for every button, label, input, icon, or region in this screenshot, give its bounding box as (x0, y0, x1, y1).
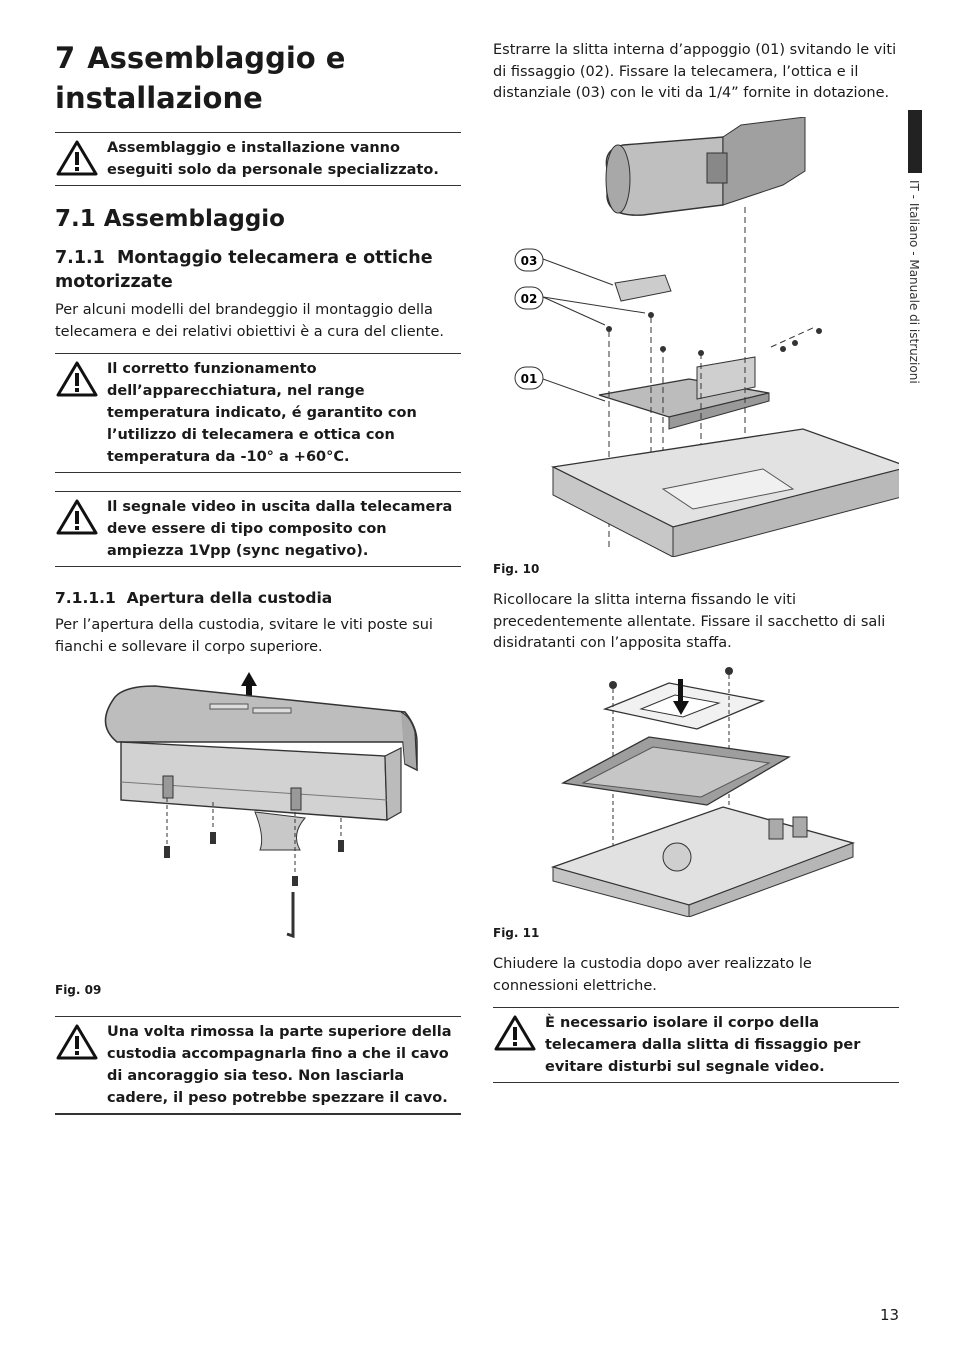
warning-box: È necessario isolare il corpo della tele… (493, 1007, 899, 1083)
fig11-caption: Fig. 11 (493, 925, 540, 940)
warning-box: Una volta rimossa la parte superiore del… (55, 1015, 461, 1115)
subsubsection-number: 7.1.1 (55, 248, 105, 268)
subsubsubsection-title: Apertura della custodia (126, 589, 333, 607)
language-tab-label: IT - Italiano - Manuale di istruzioni (907, 180, 921, 384)
subsubsection-heading: 7.1.1 Montaggio telecamera e ottiche mot… (55, 246, 461, 294)
paragraph: Ricollocare la slitta interna fissando l… (493, 592, 886, 651)
warning-icon (56, 1024, 98, 1059)
warning-box: Il segnale video in uscita dalla telecam… (55, 491, 461, 567)
subsubsubsection-number: 7.1.1.1 (55, 589, 116, 607)
warning-icon (56, 499, 98, 535)
paragraph: Chiudere la custodia dopo aver realizzat… (493, 956, 812, 994)
page-number: 13 (880, 1306, 900, 1324)
subsection-number: 7.1 (55, 206, 96, 232)
paragraph: Per l’apertura della custodia, svitare l… (55, 617, 433, 655)
warning-text: Assemblaggio e installazione vanno esegu… (107, 140, 439, 178)
subsubsubsection-heading: 7.1.1.1 Apertura della custodia (55, 587, 461, 609)
warning-text: Una volta rimossa la parte superiore del… (107, 1023, 452, 1106)
fig09-illustration (104, 672, 418, 939)
section-title: Assemblaggio e installazione (55, 41, 346, 115)
callout-02: 02 (514, 286, 646, 325)
callout-01-text: 01 (521, 372, 538, 386)
fig09-caption: Fig. 09 (55, 983, 102, 997)
warning-box: Il corretto funzionamento dell’apparecch… (55, 353, 461, 473)
paragraph: Per alcuni modelli del brandeggio il mon… (55, 302, 445, 340)
right-column: Estrarre la slitta interna d’appoggio (0… (493, 40, 899, 1083)
language-tab-bar (908, 110, 922, 173)
fig10-illustration: 03 02 01 (514, 116, 899, 557)
warning-text: Il corretto funzionamento dell’apparecch… (107, 361, 417, 465)
warning-text: È necessario isolare il corpo della tele… (545, 1015, 861, 1075)
fig10-caption: Fig. 10 (493, 561, 540, 576)
fig11-illustration (550, 666, 856, 917)
subsection-heading: 7.1 Assemblaggio (55, 204, 461, 234)
warning-box: Assemblaggio e installazione vanno esegu… (55, 132, 461, 186)
callout-01: 01 (514, 366, 606, 401)
paragraph: Estrarre la slitta interna d’appoggio (0… (493, 42, 897, 101)
subsection-title: Assemblaggio (103, 206, 285, 232)
warning-text: Il segnale video in uscita dalla telecam… (107, 499, 453, 559)
callout-02-text: 02 (521, 292, 538, 306)
callout-03: 03 (514, 248, 614, 285)
warning-icon (494, 1015, 536, 1051)
warning-icon (56, 361, 98, 397)
subsubsection-title: Montaggio telecamera e ottiche motorizza… (55, 248, 433, 292)
callout-03-text: 03 (521, 254, 538, 268)
warning-icon (56, 140, 98, 176)
section-number: 7 (55, 41, 76, 75)
